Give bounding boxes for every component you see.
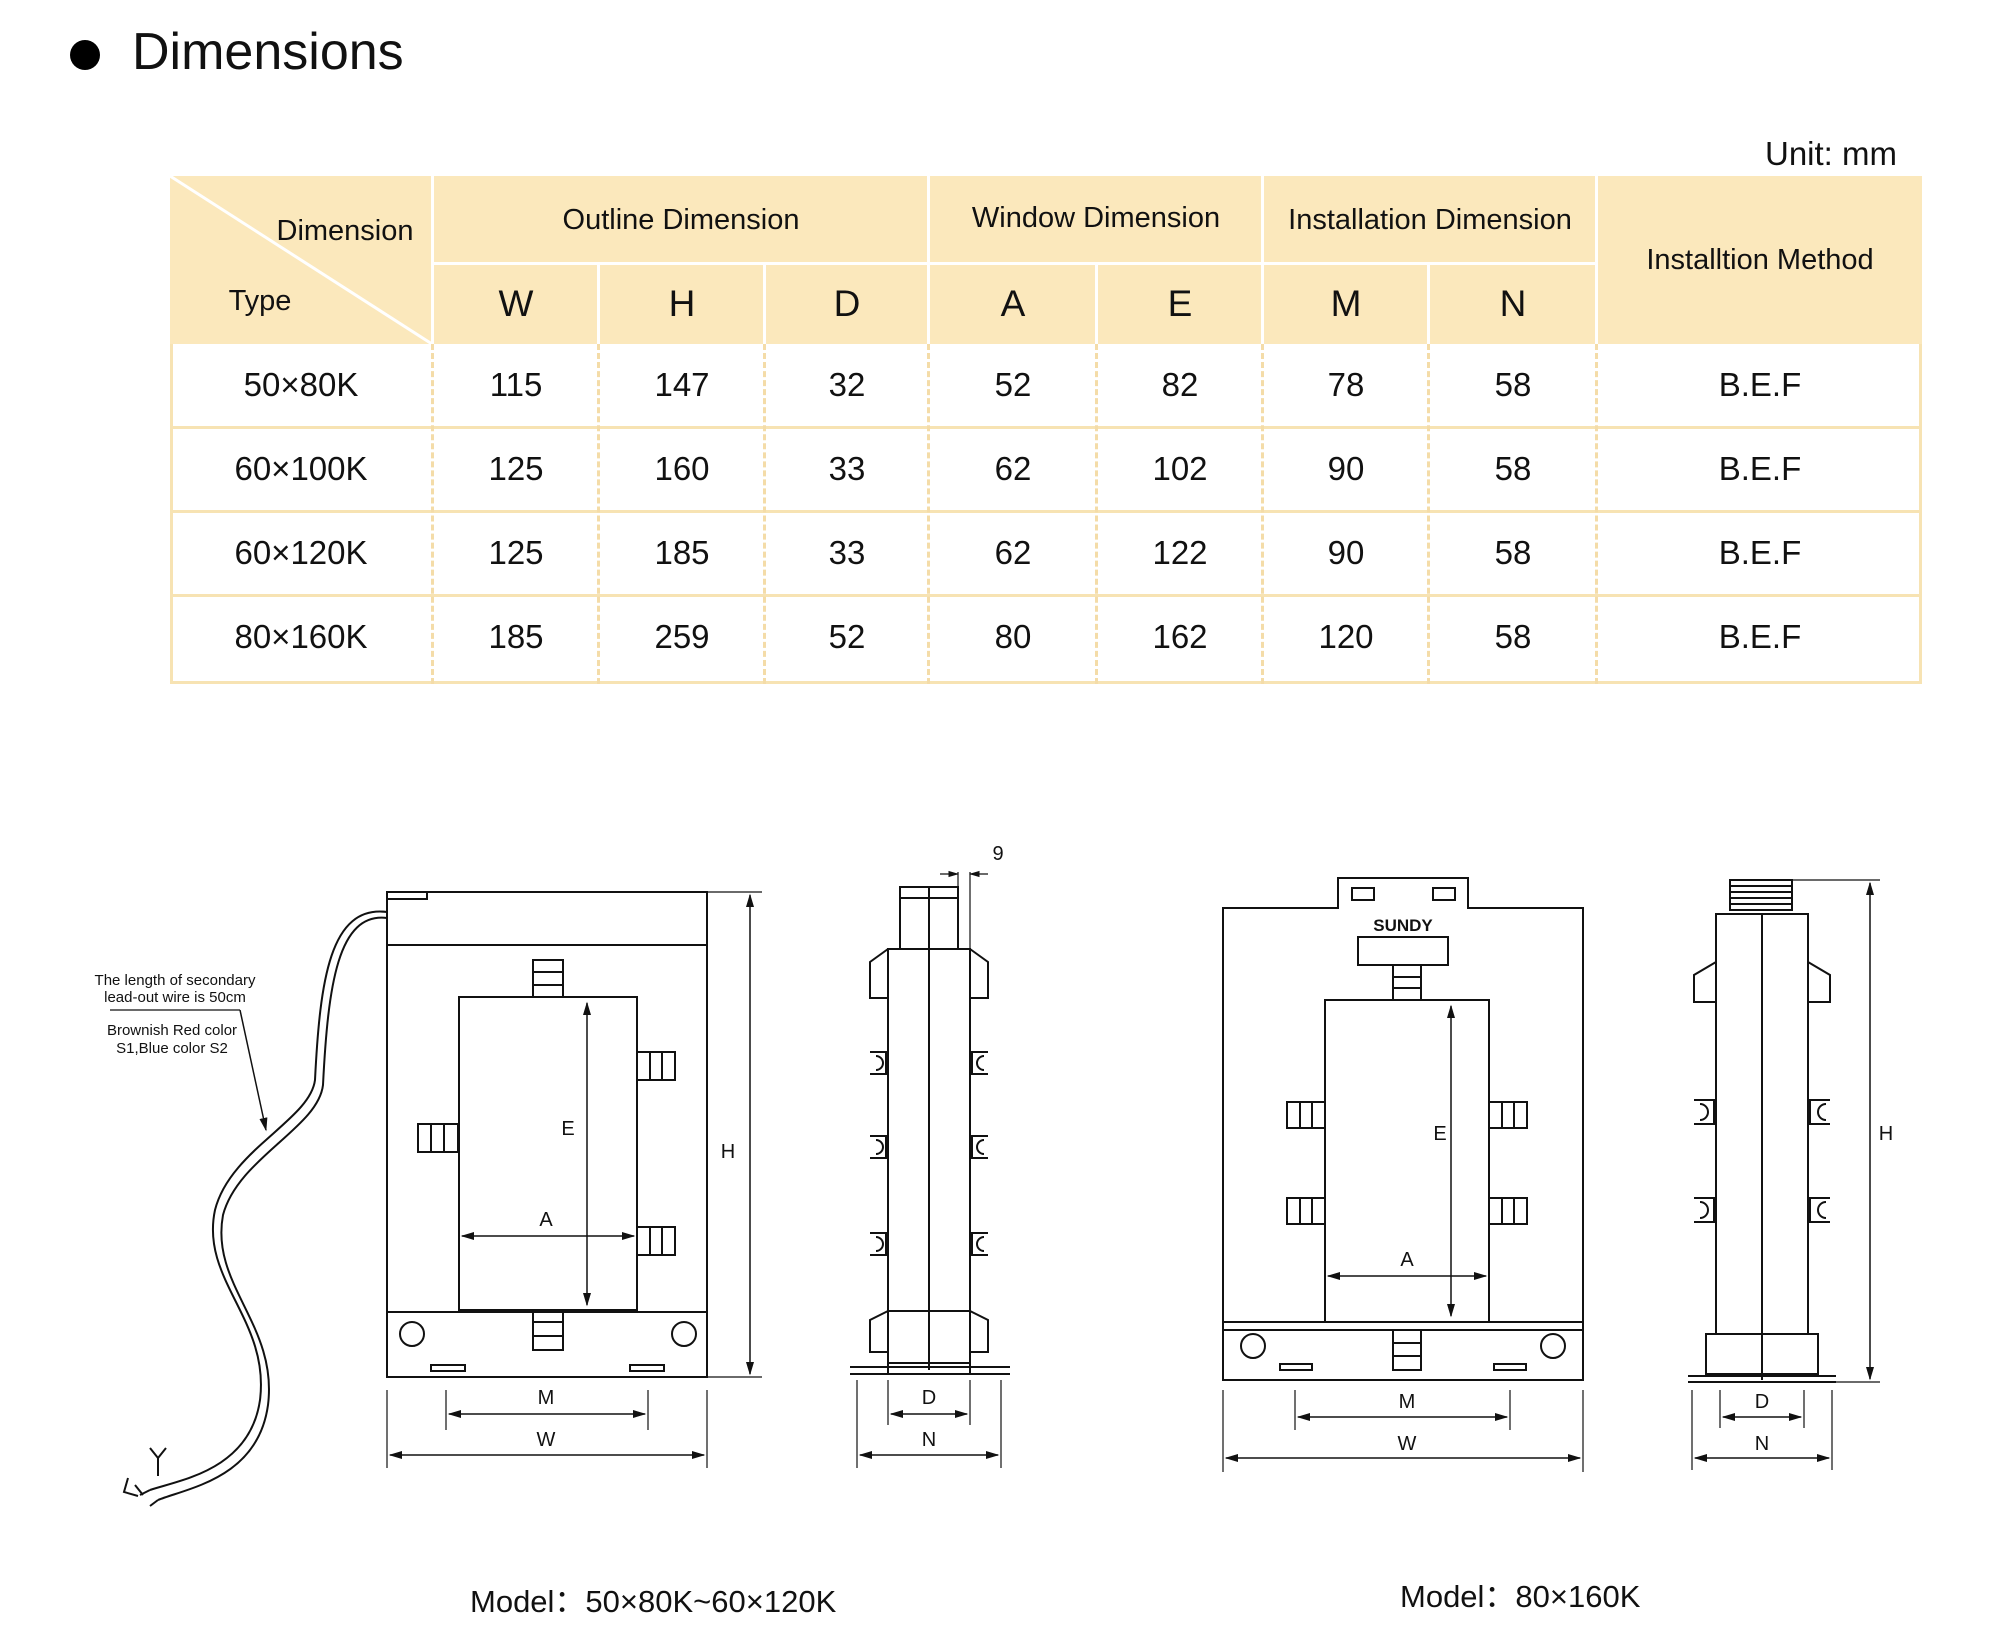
table-cell: 90 xyxy=(1327,450,1365,487)
wire-note: The length of secondary lead-out wire is… xyxy=(95,972,256,1057)
left-front-labels: E A H M W xyxy=(537,1118,736,1451)
table-cell: 52 xyxy=(994,366,1032,403)
brand-logo: SUNDY xyxy=(1373,916,1433,935)
table-cell: 58 xyxy=(1494,366,1532,403)
corner-diagonal xyxy=(170,176,432,344)
col-h: H xyxy=(668,283,696,324)
row-type-cell: 60×120K xyxy=(234,534,368,571)
table-cell: 80 xyxy=(994,618,1032,655)
group-installation: Installation Dimension xyxy=(1288,203,1572,236)
col-d: D xyxy=(833,283,861,324)
svg-text:H: H xyxy=(721,1141,735,1163)
table-cell: 259 xyxy=(654,618,710,655)
table-cell: 147 xyxy=(654,366,710,403)
corner-type-label: Type xyxy=(228,284,292,317)
svg-text:W: W xyxy=(1398,1433,1417,1455)
table-cell: 58 xyxy=(1494,534,1532,571)
table-cell: B.E.F xyxy=(1718,534,1802,571)
table-body xyxy=(170,344,1922,686)
bullet-icon xyxy=(70,40,100,70)
group-installation-method: Installtion Method xyxy=(1646,243,1874,276)
row-type-cell: 80×160K xyxy=(234,618,368,655)
right-side-labels: H D N xyxy=(1755,1123,1893,1455)
table-cell: 102 xyxy=(1152,450,1208,487)
table-cell: B.E.F xyxy=(1718,618,1802,655)
col-n: N xyxy=(1499,283,1527,324)
row-type-cell: 60×100K xyxy=(234,450,368,487)
table-cell: 78 xyxy=(1327,366,1365,403)
table-header xyxy=(170,176,1922,344)
caption-right-model: Model：80×160K xyxy=(1400,1579,1641,1614)
table-cell: 185 xyxy=(488,618,544,655)
table-cell: 125 xyxy=(488,534,544,571)
row-type-cell: 50×80K xyxy=(243,366,359,403)
svg-text:N: N xyxy=(922,1429,936,1451)
table-cell: 58 xyxy=(1494,450,1532,487)
svg-text:E: E xyxy=(561,1118,574,1140)
front-view-right xyxy=(1222,877,1584,1472)
note-line-1: The length of secondary xyxy=(95,972,256,989)
table-cell: 185 xyxy=(654,534,710,571)
caption-left-model: Model：50×80K~60×120K xyxy=(470,1584,837,1619)
note-line-4: S1,Blue color S2 xyxy=(116,1040,228,1057)
left-side-labels: 9 D N xyxy=(922,843,1004,1451)
svg-text:N: N xyxy=(1755,1433,1769,1455)
note-line-3: Brownish Red color xyxy=(107,1022,237,1039)
col-e: E xyxy=(1167,283,1193,324)
col-a: A xyxy=(1000,283,1026,324)
table-cell: 120 xyxy=(1318,618,1374,655)
svg-text:D: D xyxy=(1755,1391,1769,1413)
svg-text:H: H xyxy=(1879,1123,1893,1145)
table-cell: 58 xyxy=(1494,618,1532,655)
note-line-2: lead-out wire is 50cm xyxy=(104,989,246,1006)
corner-dimension-label: Dimension xyxy=(276,214,414,247)
svg-text:W: W xyxy=(537,1429,556,1451)
table-cell: 62 xyxy=(994,450,1032,487)
table-cell: 125 xyxy=(488,450,544,487)
table-cell: 82 xyxy=(1161,366,1199,403)
svg-text:M: M xyxy=(538,1387,555,1409)
table-cell: 32 xyxy=(828,366,866,403)
svg-text:A: A xyxy=(1400,1249,1414,1271)
table-cell: 52 xyxy=(828,618,866,655)
svg-text:E: E xyxy=(1433,1123,1446,1145)
unit-label: Unit: mm xyxy=(1765,135,1897,172)
svg-text:M: M xyxy=(1399,1391,1416,1413)
table-cell: 90 xyxy=(1327,534,1365,571)
table-cell: 160 xyxy=(654,450,710,487)
group-window: Window Dimension xyxy=(971,201,1221,234)
col-m: M xyxy=(1330,283,1362,324)
front-view-left xyxy=(110,891,762,1507)
table-cell: B.E.F xyxy=(1718,450,1802,487)
svg-text:A: A xyxy=(539,1209,553,1231)
table-cell: 162 xyxy=(1152,618,1208,655)
table-cell: 122 xyxy=(1152,534,1208,571)
side-view-left xyxy=(850,870,1010,1468)
group-outline: Outline Dimension xyxy=(562,203,800,236)
svg-text:9: 9 xyxy=(992,843,1003,865)
side-view-right xyxy=(1688,879,1880,1470)
right-front-labels: SUNDY E A M W xyxy=(1373,916,1446,1455)
table-cell: 33 xyxy=(828,534,866,571)
svg-text:D: D xyxy=(922,1387,936,1409)
col-w: W xyxy=(498,283,534,324)
table-cell: 62 xyxy=(994,534,1032,571)
section-title: Dimensions xyxy=(132,23,404,81)
table-cell: 115 xyxy=(489,366,543,403)
table-cell: 33 xyxy=(828,450,866,487)
table-cell: B.E.F xyxy=(1718,366,1802,403)
